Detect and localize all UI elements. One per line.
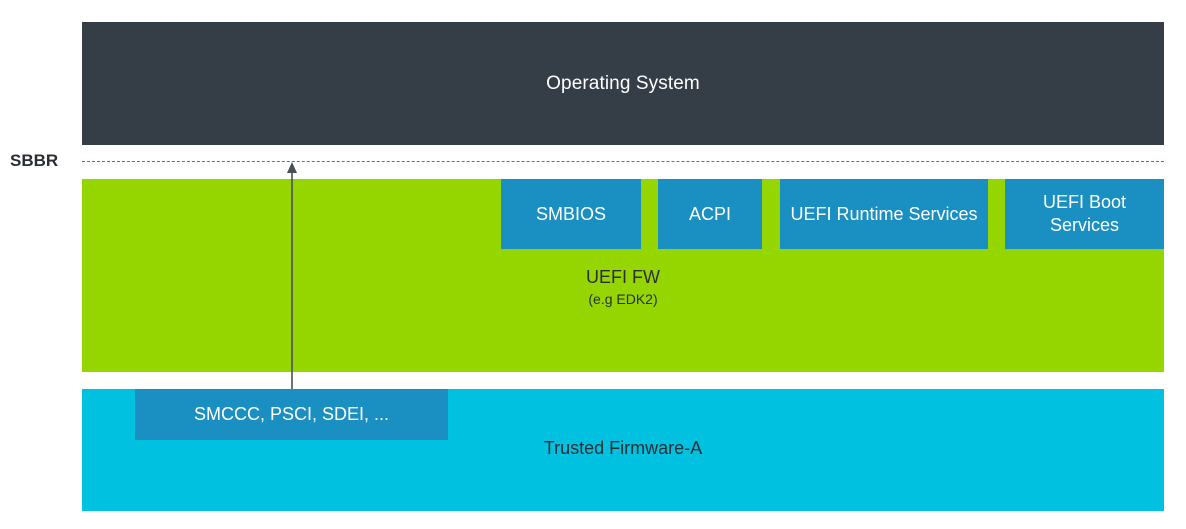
uefi-fw-title: UEFI FW — [586, 267, 660, 287]
uefi-runtime-services-label: UEFI Runtime Services — [790, 203, 978, 224]
smbios-label: SMBIOS — [535, 203, 606, 224]
smccc-interface-box: SMCCC, PSCI, SDEI, ... — [135, 389, 448, 440]
uefi-fw-subtitle: (e.g EDK2) — [588, 291, 658, 307]
acpi-box: ACPI — [658, 179, 762, 249]
sbbr-boundary-line — [82, 161, 1164, 162]
operating-system-label: Operating System — [546, 72, 700, 94]
uefi-boot-services-box: UEFI Boot Services — [1005, 179, 1164, 249]
smbios-box: SMBIOS — [501, 179, 641, 249]
operating-system-layer: Operating System — [82, 22, 1164, 145]
sbbr-label: SBBR — [10, 151, 59, 170]
uefi-fw-label-group: UEFI FW (e.g EDK2) — [82, 267, 1164, 307]
smccc-interface-label: SMCCC, PSCI, SDEI, ... — [193, 404, 390, 424]
acpi-label: ACPI — [688, 203, 731, 224]
trusted-firmware-a-label: Trusted Firmware-A — [543, 438, 703, 458]
uefi-boot-services-label: UEFI Boot Services — [1042, 192, 1127, 235]
arrow-head-icon — [287, 162, 297, 173]
uefi-runtime-services-box: UEFI Runtime Services — [780, 179, 988, 249]
